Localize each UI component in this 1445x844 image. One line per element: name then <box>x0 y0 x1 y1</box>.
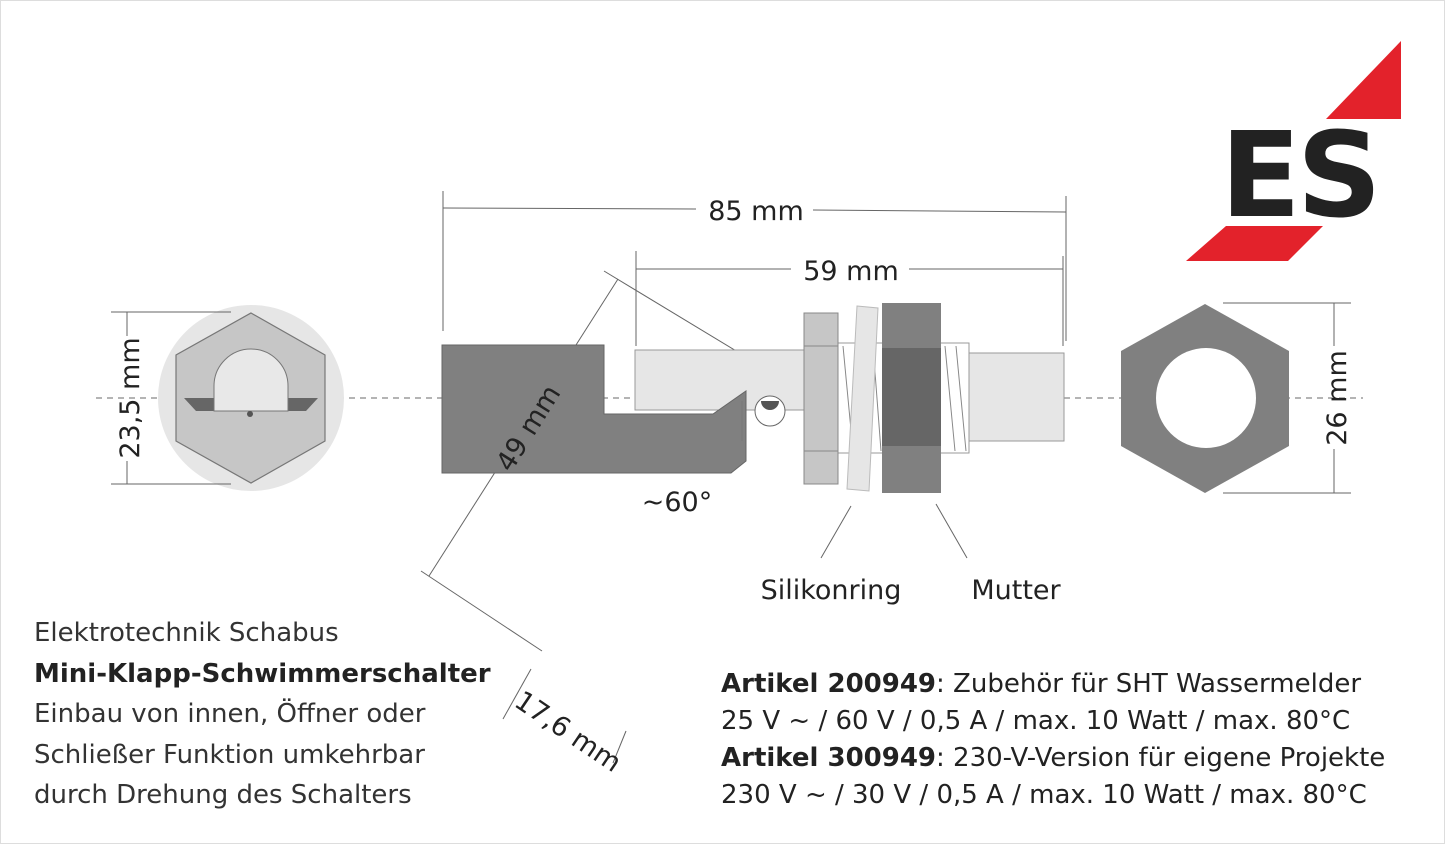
product-description: Elektrotechnik Schabus Mini-Klapp-Schwim… <box>34 613 491 816</box>
article-specs: Artikel 200949: Zubehör für SHT Wasserme… <box>721 666 1385 814</box>
silicone-ring <box>846 305 879 492</box>
article-number: Artikel 200949 <box>721 669 937 699</box>
article-number: Artikel 300949 <box>721 743 937 773</box>
article-spec: 230 V ~ / 30 V / 0,5 A / max. 10 Watt / … <box>721 780 1367 810</box>
thread-length-label: 59 mm <box>803 256 899 287</box>
float-body <box>441 344 747 474</box>
end-view-left <box>158 305 344 491</box>
product-name: Mini-Klapp-Schwimmerschalter <box>34 658 491 689</box>
lock-nut <box>803 312 839 485</box>
article-title: : Zubehör für SHT Wassermelder <box>936 669 1362 699</box>
silicone-ring-label: Silikonring <box>761 575 902 606</box>
dimension-nut-size <box>1223 302 1351 494</box>
switch-end-tube <box>968 352 1065 442</box>
nut <box>882 303 941 493</box>
angle-label: ~60° <box>642 487 712 518</box>
article-spec: 25 V ~ / 60 V / 0,5 A / max. 10 Watt / m… <box>721 706 1351 736</box>
description-line: Schließer Funktion umkehrbar <box>34 739 425 770</box>
pivot-hole <box>754 395 786 427</box>
article-title: : 230-V-Version für eigene Projekte <box>936 743 1386 773</box>
label-bg <box>696 189 813 229</box>
nut-end-view <box>1121 304 1289 493</box>
overall-length-label: 85 mm <box>708 196 804 227</box>
company-name: Elektrotechnik Schabus <box>34 618 339 648</box>
hex-height-label: 23,5 mm <box>115 337 146 458</box>
es-logo: ES <box>1186 41 1401 261</box>
logo-text: ES <box>1220 106 1378 244</box>
nut-label: Mutter <box>971 575 1061 606</box>
dimension-hex-height <box>111 311 231 485</box>
arm-width-label: 17,6 mm <box>509 685 627 779</box>
nut-size-label: 26 mm <box>1322 350 1353 446</box>
pivot-pin <box>761 401 779 410</box>
description-line: Einbau von innen, Öffner oder <box>34 699 426 729</box>
description-line: durch Drehung des Schalters <box>34 780 412 810</box>
